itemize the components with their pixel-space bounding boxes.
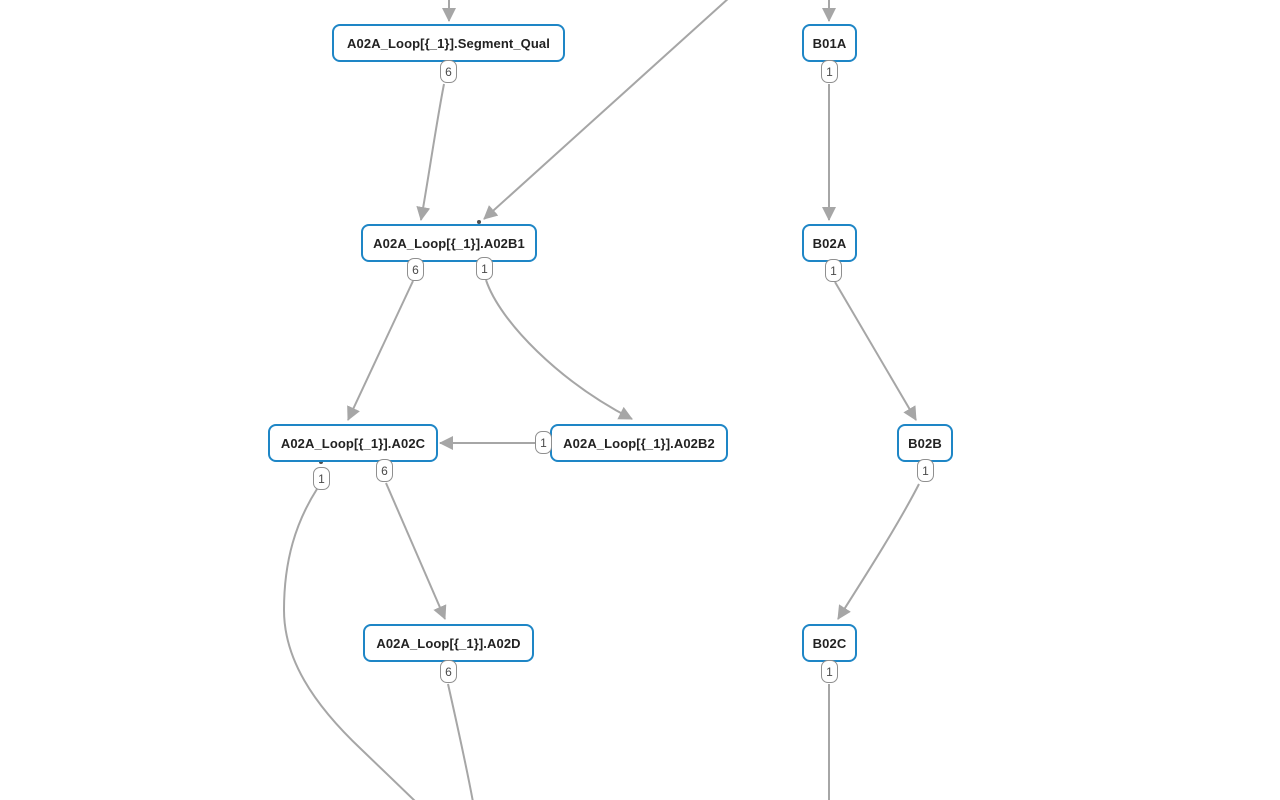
node-label: A02A_Loop[{_1}].Segment_Qual — [347, 35, 550, 51]
node-label: A02A_Loop[{_1}].A02C — [280, 435, 426, 451]
edge-segment-qual-to-a02b1 — [416, 83, 445, 221]
edge-a02b1-to-a02b2 — [485, 279, 633, 420]
edge-a02c-to-offscreen-bottom — [282, 488, 416, 800]
edge-badge-b02b-to-b02c: 1 — [917, 459, 934, 482]
edge-b02a-to-b02b — [834, 281, 917, 421]
edge-badge-a02d-out: 6 — [440, 660, 457, 683]
edge-a02d-to-offscreen-bottom — [447, 683, 474, 800]
node-label: B02C — [812, 635, 847, 651]
edge-badge-b02a-to-b02b: 1 — [825, 259, 842, 282]
edge-offscreen-to-a02b1 — [483, 0, 729, 220]
edge-badge-b02c-out: 1 — [821, 660, 838, 683]
node-a02a-loop-a02c[interactable]: A02A_Loop[{_1}].A02C — [268, 424, 438, 462]
node-b02c[interactable]: B02C — [802, 624, 857, 662]
node-label: B02A — [812, 235, 847, 251]
edge-a02c-to-a02d — [385, 482, 447, 620]
node-b01a[interactable]: B01A — [802, 24, 857, 62]
port-dot-a02b1-top — [477, 220, 481, 224]
edge-badge-a02b1-to-a02c: 6 — [407, 258, 424, 281]
node-label: B02B — [908, 435, 942, 451]
node-b02b[interactable]: B02B — [897, 424, 953, 462]
node-a02a-loop-segment-qual[interactable]: A02A_Loop[{_1}].Segment_Qual — [332, 24, 565, 62]
edge-b02b-to-b02c — [837, 483, 920, 620]
edge-badge-b01a-to-b02a: 1 — [821, 60, 838, 83]
node-a02a-loop-a02d[interactable]: A02A_Loop[{_1}].A02D — [363, 624, 534, 662]
edge-badge-a02c-to-a02d: 6 — [376, 459, 393, 482]
edge-badge-a02b1-to-a02b2: 1 — [476, 257, 493, 280]
node-label: A02A_Loop[{_1}].A02B2 — [563, 435, 715, 451]
edge-badge-a02b2-to-a02c: 1 — [535, 431, 552, 454]
edge-badge-segment-qual-out: 6 — [440, 60, 457, 83]
edge-a02b1-to-a02c — [347, 280, 414, 421]
node-label: B01A — [812, 35, 847, 51]
node-a02a-loop-a02b2[interactable]: A02A_Loop[{_1}].A02B2 — [550, 424, 728, 462]
edge-badge-a02c-out-left: 1 — [313, 467, 330, 490]
node-label: A02A_Loop[{_1}].A02D — [376, 635, 521, 651]
node-b02a[interactable]: B02A — [802, 224, 857, 262]
node-label: A02A_Loop[{_1}].A02B1 — [373, 235, 525, 251]
node-a02a-loop-a02b1[interactable]: A02A_Loop[{_1}].A02B1 — [361, 224, 537, 262]
